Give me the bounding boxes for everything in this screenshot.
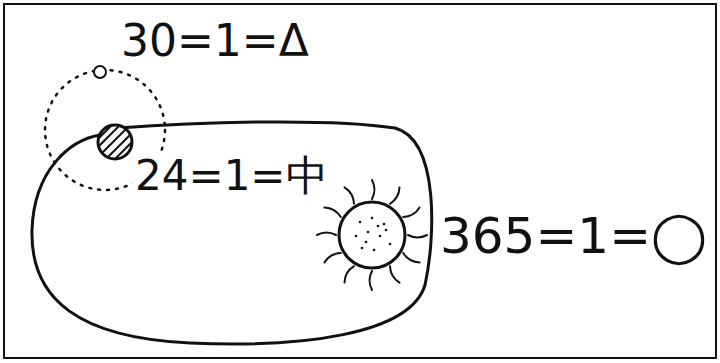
moon-period-label: 30=1=Δ (118, 18, 312, 64)
day-period-label: 24=1=中 (132, 154, 331, 198)
sun-rays (317, 180, 427, 290)
earth-orbit (32, 122, 432, 344)
year-period-label: 365=1=◯ (437, 210, 710, 263)
sun-texture (355, 217, 392, 252)
frame-border (4, 4, 716, 358)
sun (339, 202, 405, 268)
moon (94, 66, 106, 78)
